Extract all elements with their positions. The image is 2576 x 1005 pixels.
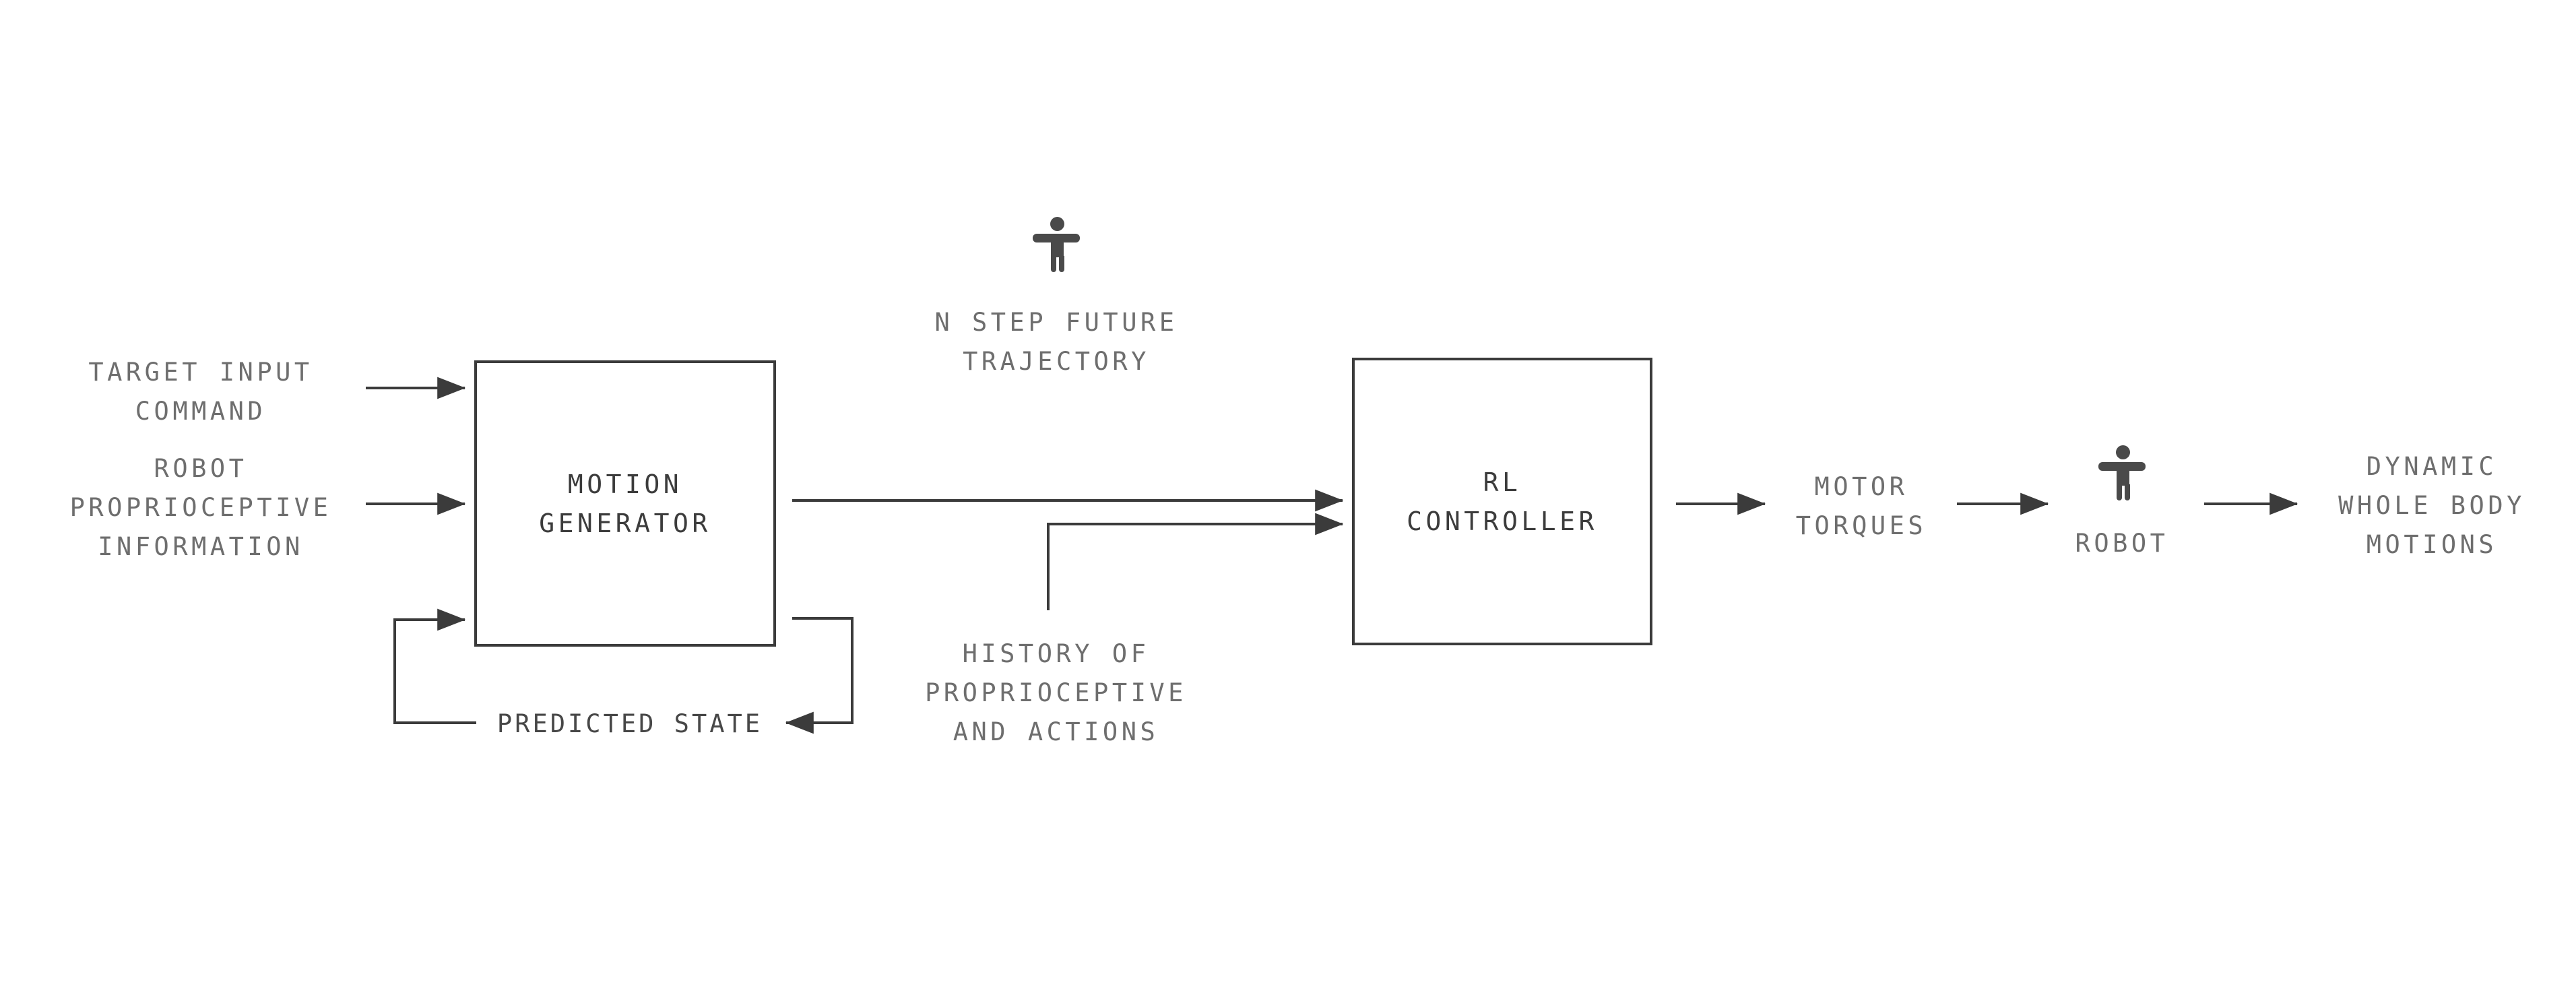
figure-right-leg-icon — [2125, 484, 2130, 500]
arrow-predicted-state-return — [393, 608, 476, 724]
label-motor-torques: MOTOR TORQUES — [1795, 472, 1927, 540]
label-target-input-command: TARGET INPUT COMMAND — [88, 358, 313, 426]
arrow-history-to-rl-controller — [1047, 513, 1344, 610]
block-rl-controller[interactable]: RL CONTROLLER — [1352, 358, 1652, 645]
figure-left-leg-icon — [1051, 256, 1056, 272]
label-robot-proprioceptive-information: ROBOT PROPRIOCEPTIVE INFORMATION — [69, 454, 332, 561]
figure-head-icon — [2116, 445, 2130, 459]
figure-torso-icon — [2117, 462, 2129, 486]
label-n-step-future-trajectory: N STEP FUTURE TRAJECTORY — [934, 308, 1178, 376]
label-dynamic-whole-body-motions: DYNAMIC WHOLE BODY MOTIONS — [2338, 452, 2525, 559]
figure-right-leg-icon — [1059, 256, 1064, 272]
robot-person-figure-icon — [2098, 445, 2146, 500]
trajectory-person-figure-icon — [1033, 217, 1080, 272]
arrow-predicted-state-out — [785, 617, 854, 734]
block-motion-generator[interactable]: MOTION GENERATOR — [474, 360, 776, 647]
figure-head-icon — [1050, 217, 1064, 231]
label-history-of-proprioceptive-and-actions: HISTORY OF PROPRIOCEPTIVE AND ACTIONS — [925, 639, 1187, 746]
figure-torso-icon — [1051, 234, 1064, 257]
label-predicted-state: PREDICTED STATE — [496, 709, 763, 738]
block-rl-controller-label: RL CONTROLLER — [1407, 467, 1598, 536]
label-robot: ROBOT — [2075, 529, 2169, 558]
block-motion-generator-label: MOTION GENERATOR — [539, 469, 711, 538]
figure-left-leg-icon — [2117, 484, 2122, 500]
